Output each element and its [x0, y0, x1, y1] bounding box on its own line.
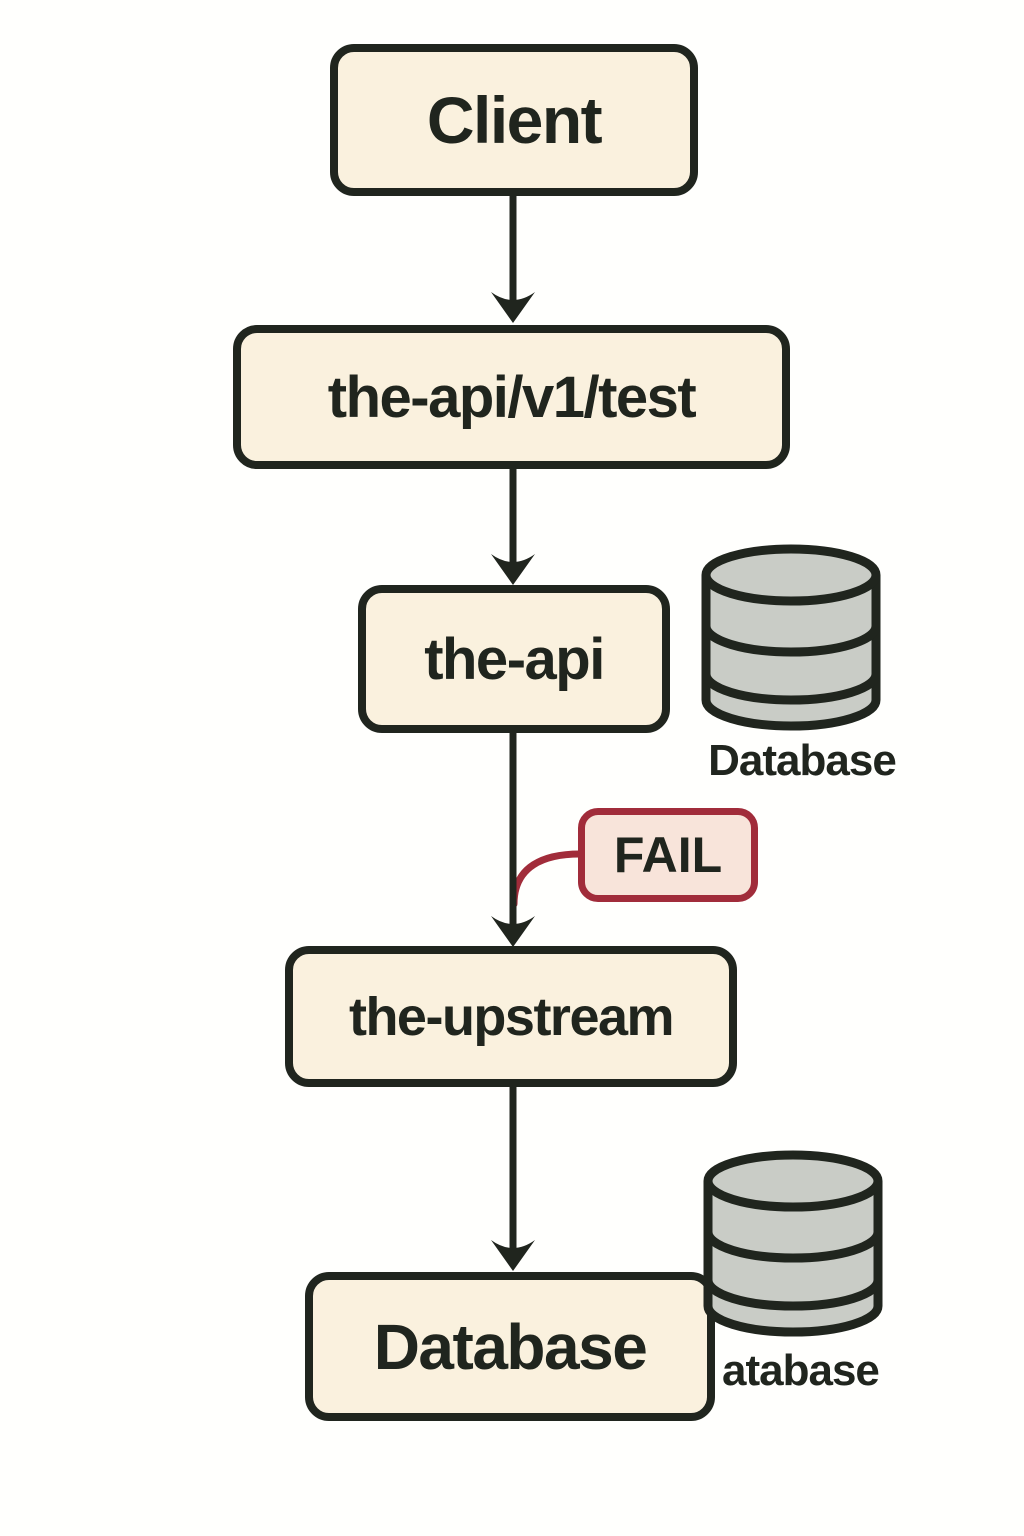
node-api-route: the-api/v1/test: [233, 325, 790, 469]
node-client-label: Client: [426, 83, 603, 157]
node-the-api-label: the-api: [424, 626, 605, 692]
node-the-api: the-api: [358, 585, 670, 733]
arrowhead-2: [491, 554, 535, 585]
arrowhead-3: [491, 916, 535, 947]
database-cylinder-icon: [701, 544, 881, 731]
node-database-label: Database: [373, 1310, 648, 1383]
fail-badge: FAIL: [578, 808, 758, 902]
fail-connector-curve: [510, 850, 584, 908]
database-icon-label-clipped: atabase: [722, 1346, 880, 1395]
node-database: Database: [305, 1272, 715, 1421]
fail-badge-label: FAIL: [613, 827, 723, 883]
node-the-upstream-label: the-upstream: [348, 986, 675, 1047]
arrowhead-4: [491, 1240, 535, 1271]
database-icon-label: Database: [708, 736, 897, 785]
node-api-route-label: the-api/v1/test: [327, 364, 697, 430]
node-client: Client: [330, 44, 698, 196]
arrowhead-1: [491, 292, 535, 323]
database-cylinder-icon: [703, 1150, 883, 1337]
node-the-upstream: the-upstream: [285, 946, 737, 1087]
